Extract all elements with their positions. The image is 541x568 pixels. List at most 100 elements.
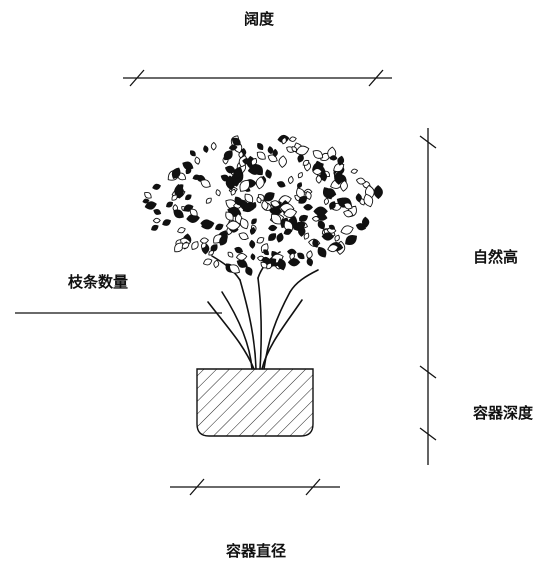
leaf xyxy=(177,227,186,234)
leaf xyxy=(261,256,271,263)
leaf xyxy=(256,237,265,244)
leaf xyxy=(287,258,301,267)
leaf xyxy=(205,197,212,204)
leaf xyxy=(373,185,383,200)
leaf xyxy=(199,237,209,244)
leaf xyxy=(311,216,321,222)
leaf xyxy=(153,209,162,215)
container xyxy=(196,368,314,437)
leaf xyxy=(227,251,234,258)
container-depth-label: 容器深度 xyxy=(473,404,534,422)
leaf xyxy=(268,233,277,241)
width-label: 阔度 xyxy=(244,10,275,28)
leaf xyxy=(295,145,310,156)
leaf xyxy=(239,179,250,192)
leaf xyxy=(151,224,159,231)
leaf xyxy=(210,244,218,252)
leaf xyxy=(334,234,340,242)
leaf xyxy=(363,193,374,208)
leaf xyxy=(343,202,353,210)
leaf xyxy=(329,155,338,161)
leaf xyxy=(296,187,305,199)
leaf xyxy=(263,249,269,256)
leaf xyxy=(337,155,345,166)
leaf xyxy=(313,206,328,217)
leaf xyxy=(281,137,287,145)
leaf xyxy=(144,201,157,210)
leaf xyxy=(171,194,178,201)
leaf xyxy=(340,180,348,192)
leaf xyxy=(297,182,303,189)
leaf xyxy=(245,266,253,276)
leaf xyxy=(231,137,241,146)
leaf xyxy=(256,196,262,204)
leaf xyxy=(350,168,359,174)
tree-trunk xyxy=(207,251,319,370)
leaf xyxy=(185,194,192,201)
leaf xyxy=(192,174,201,180)
leaf xyxy=(250,253,256,261)
leaf xyxy=(225,211,234,221)
leaf xyxy=(321,232,335,241)
width-dimension-line xyxy=(123,69,392,87)
leaf xyxy=(334,170,344,185)
leaf xyxy=(208,250,215,256)
leaf xyxy=(142,198,150,204)
leaf xyxy=(317,246,327,258)
leaf xyxy=(327,244,339,253)
natural-height-label: 自然高 xyxy=(473,248,519,266)
leaf xyxy=(312,168,323,175)
leaf xyxy=(200,219,213,228)
leaf xyxy=(249,239,256,249)
leaf xyxy=(194,156,201,165)
leaf xyxy=(225,220,241,231)
leaf xyxy=(235,253,248,261)
leaf xyxy=(213,259,220,269)
leaf xyxy=(277,258,286,271)
leaf xyxy=(166,201,174,208)
leaf xyxy=(200,179,211,188)
leaf xyxy=(244,193,254,203)
leaf xyxy=(238,232,249,241)
leaf xyxy=(261,200,269,211)
leaf xyxy=(303,204,313,211)
leaf xyxy=(324,188,337,197)
leaf xyxy=(189,150,196,157)
leaf xyxy=(361,216,370,228)
leaf xyxy=(173,209,184,219)
leaf xyxy=(171,167,181,179)
leaf xyxy=(174,242,184,253)
branch-count-label: 枝条数量 xyxy=(68,273,129,291)
leaf xyxy=(203,145,209,153)
height-dimension-line xyxy=(419,128,437,465)
leaf xyxy=(267,146,274,155)
leaf xyxy=(242,158,252,165)
leaf xyxy=(297,252,305,260)
leaf xyxy=(292,223,300,229)
diameter-dimension-line xyxy=(170,478,340,496)
leaf xyxy=(272,148,278,158)
leaf xyxy=(228,144,238,151)
leaf xyxy=(233,166,243,180)
leaf xyxy=(283,208,298,218)
leaf xyxy=(278,155,287,168)
leaf xyxy=(162,219,172,226)
leaf xyxy=(323,197,329,206)
leaf xyxy=(144,191,152,199)
leaf xyxy=(265,169,272,179)
leaf xyxy=(249,226,256,235)
leaf xyxy=(303,232,310,240)
leaf xyxy=(228,264,240,274)
leaf xyxy=(255,176,265,190)
leaf xyxy=(274,206,280,215)
leaf xyxy=(251,218,257,225)
leaf xyxy=(306,257,314,267)
leaf xyxy=(291,146,297,152)
tree-canopy xyxy=(142,134,383,276)
leaf xyxy=(191,241,199,250)
leaf xyxy=(152,183,161,190)
leaf xyxy=(189,208,198,217)
leaf xyxy=(329,201,336,210)
leaf xyxy=(239,217,249,230)
